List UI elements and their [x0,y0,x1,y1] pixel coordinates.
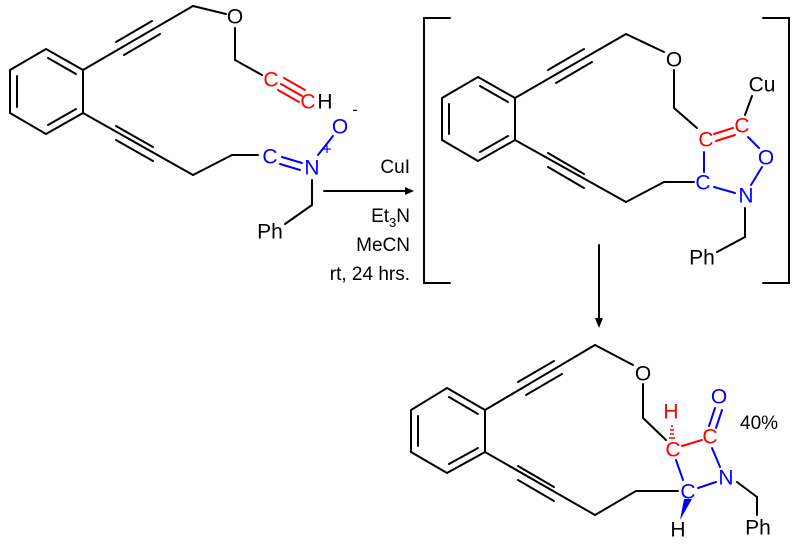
intermediate-benzene-ring [441,75,516,163]
atom-terminal-hydrogen: H [317,91,332,114]
product-hydrogen-bottom: H [670,519,685,542]
product-carbonyl-carbon: C [702,426,717,449]
solvent-mecn: MeCN [356,235,410,256]
benzene-ring [9,47,84,136]
reagent-cui: CuI [380,157,410,178]
intermediate-phenyl-label: Ph [689,247,715,270]
product-alpha-carbon: C [665,439,680,462]
product-structure: O H C C O N C H Ph 40% [410,344,778,542]
intermediate-ring-nitrogen: N [738,185,753,208]
atom-ether-oxygen: O [227,6,243,29]
conditions-temp-time: rt, 24 hrs. [330,264,410,285]
intermediate-ring-carbon-a: C [698,129,713,152]
atom-nitrone-oxygen: O [332,116,348,139]
product-lactam-nitrogen: N [718,467,733,490]
et3n-n: N [396,206,410,227]
product-ether-oxygen: O [635,363,651,386]
yield-label: 40% [740,413,778,434]
upper-alkyne-arm [82,5,306,103]
phenyl-label: Ph [257,221,283,244]
hashed-wedge-bond [669,425,675,439]
intermediate-ring-oxygen: O [758,147,774,170]
left-bracket [423,17,451,284]
intermediate-structure: O Cu C C O N C Ph [423,17,790,284]
product-benzene-ring [410,386,486,475]
product-carbonyl-oxygen: O [711,386,727,409]
atom-nitrone-nitrogen: N [304,157,319,180]
intermediate-ether-oxygen: O [666,49,682,72]
right-bracket [762,17,790,284]
copper-label: Cu [749,74,776,97]
et3n-et: Et [371,206,390,227]
down-arrow-head [595,318,603,328]
oxygen-negative-charge: - [352,102,357,119]
lower-alkyne-arm [82,112,334,225]
reaction-arrow-head [405,187,414,195]
solid-wedge-bond [680,499,692,520]
reactant-structure: O C C H C N + O - Ph [9,5,358,244]
reagent-et3n: Et3N [371,206,410,230]
atom-alkyne-carbon-1: C [263,69,278,92]
product-phenyl-label: Ph [745,517,771,540]
atom-nitrone-carbon: C [262,146,277,169]
product-beta-carbon: C [680,481,695,504]
intermediate-ring-carbon-c: C [695,172,710,195]
product-hydrogen-top: H [663,401,678,424]
reaction-conditions: CuI Et3N MeCN rt, 24 hrs. [323,157,414,285]
et3n-subscript: 3 [389,215,396,230]
nitrogen-positive-charge: + [322,142,331,159]
intermediate-ring-carbon-b: C [734,115,749,138]
atom-alkyne-carbon-2: C [300,91,315,114]
